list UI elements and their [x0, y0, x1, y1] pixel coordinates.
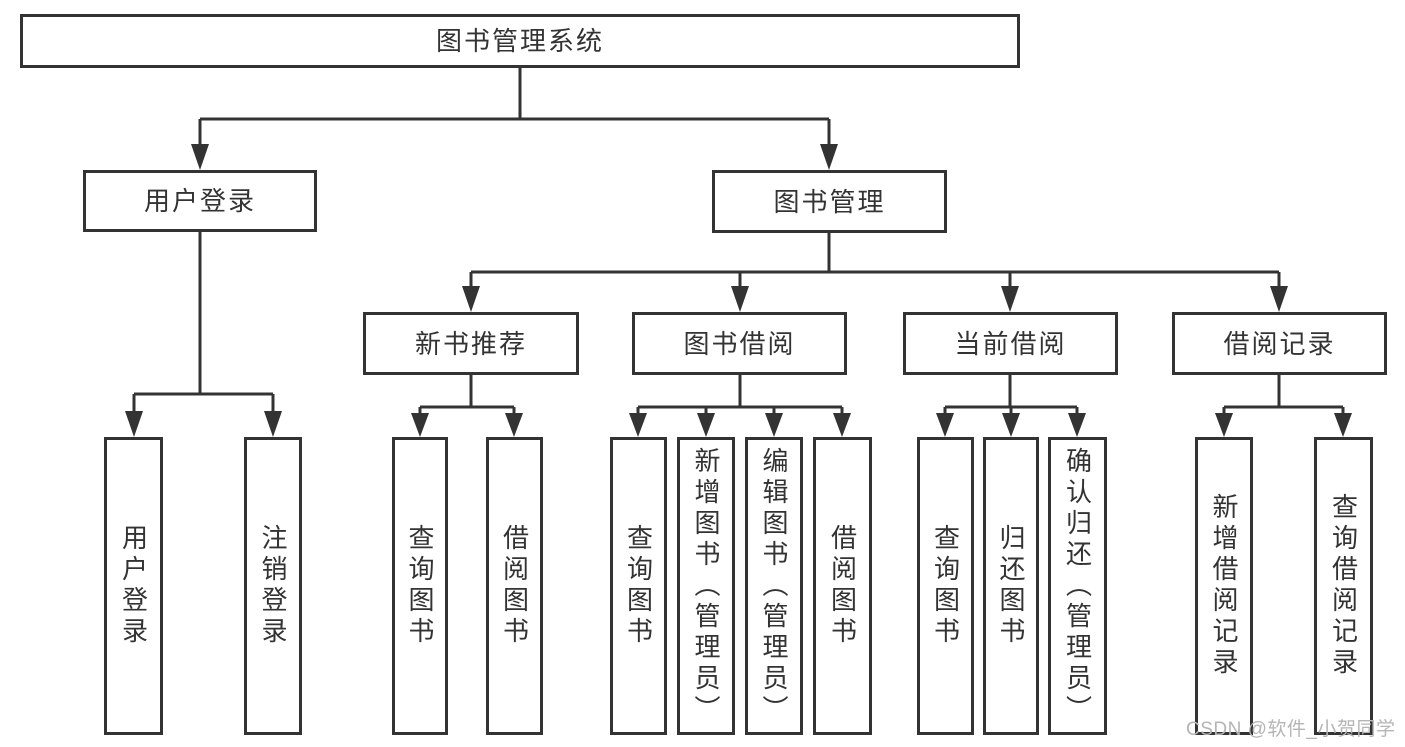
leaf-borrow-books-recommend: 借阅图书	[486, 437, 543, 735]
node-new-book-recommendation: 新书推荐	[363, 312, 579, 375]
node-label: 新增借阅记录	[1209, 493, 1239, 679]
connector-book-management-to-level3	[462, 233, 1288, 312]
node-label: 确认归还（管理员）	[1062, 446, 1093, 726]
connector-borrow-records-children	[1215, 375, 1352, 437]
node-label: 查询借阅记录	[1328, 493, 1359, 679]
node-label: 查询图书	[623, 524, 654, 648]
csdn-watermark: CSDN @软件_小贺同学	[1186, 719, 1396, 740]
leaf-return-books: 归还图书	[983, 437, 1039, 735]
node-label: 查询图书	[930, 524, 961, 648]
node-label: 编辑图书（管理员）	[759, 446, 789, 726]
node-library-management-system: 图书管理系统	[20, 14, 1020, 68]
node-label: 查询图书	[405, 524, 435, 648]
node-label: 新增图书（管理员）	[691, 446, 721, 726]
node-user-login: 用户登录	[83, 170, 317, 232]
connector-book-borrow-children	[629, 375, 851, 437]
leaf-query-books-borrow: 查询图书	[610, 437, 667, 735]
node-label: 当前借阅	[954, 328, 1067, 359]
node-label: 注销登录	[258, 524, 288, 648]
leaf-add-borrow-record: 新增借阅记录	[1195, 437, 1253, 735]
connector-new-books-children	[411, 375, 523, 437]
leaf-borrow-books: 借阅图书	[813, 437, 872, 735]
leaf-user-login: 用户登录	[104, 437, 163, 735]
node-label: 借阅记录	[1223, 328, 1336, 359]
connector-root-to-level2	[191, 68, 838, 170]
node-label: 借阅图书	[827, 524, 858, 648]
leaf-add-books-admin: 新增图书（管理员）	[677, 437, 735, 735]
connector-user-login-children	[125, 232, 282, 437]
node-label: 图书管理系统	[435, 26, 604, 56]
node-label: 图书管理	[773, 186, 886, 217]
leaf-query-books-recommend: 查询图书	[392, 437, 448, 735]
node-book-management: 图书管理	[712, 170, 947, 233]
node-label: 图书借阅	[683, 328, 796, 359]
leaf-edit-books-admin: 编辑图书（管理员）	[745, 437, 803, 735]
node-label: 用户登录	[118, 524, 149, 648]
leaf-query-borrow-record: 查询借阅记录	[1314, 437, 1373, 735]
leaf-query-books-current: 查询图书	[917, 437, 974, 735]
node-borrowing-records: 借阅记录	[1172, 312, 1387, 375]
node-label: 借阅图书	[499, 524, 530, 648]
node-label: 用户登录	[143, 186, 256, 216]
node-book-borrowing: 图书借阅	[632, 312, 847, 375]
node-label: 新书推荐	[414, 328, 527, 359]
node-current-borrowing: 当前借阅	[903, 312, 1118, 375]
connector-current-borrow-children	[936, 375, 1086, 437]
node-label: 归还图书	[996, 524, 1026, 648]
leaf-confirm-return-admin: 确认归还（管理员）	[1048, 437, 1107, 735]
leaf-logout: 注销登录	[244, 437, 302, 735]
